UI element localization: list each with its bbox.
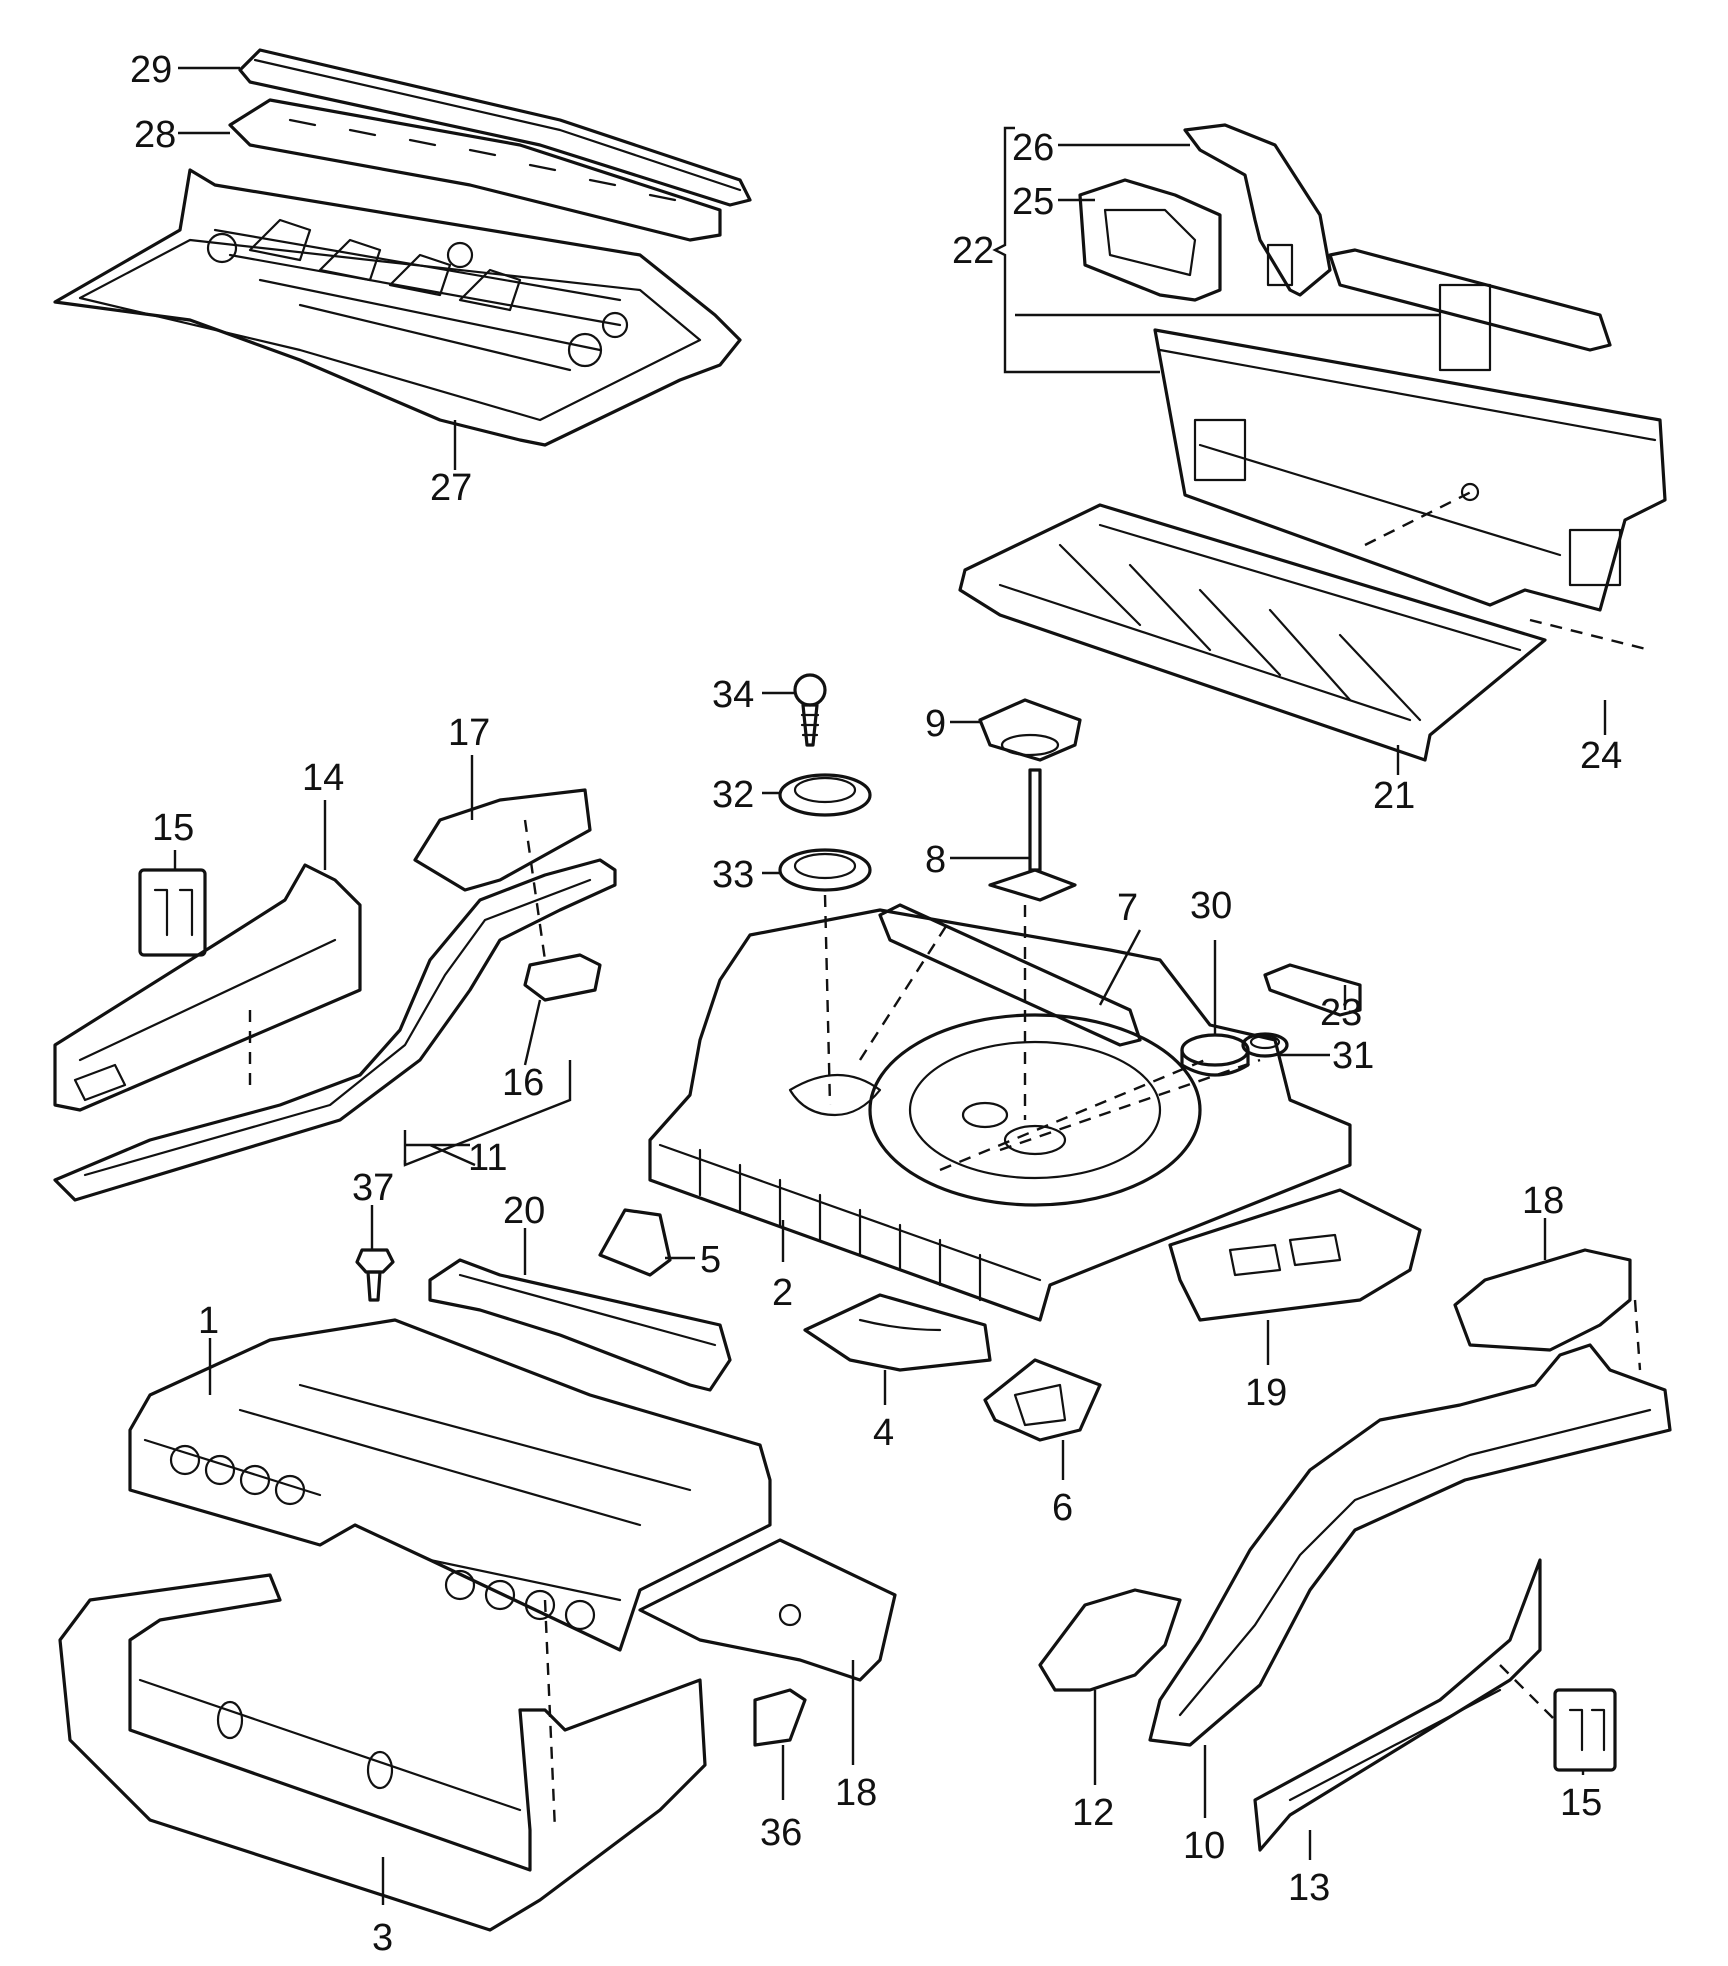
callout-9: 9	[925, 703, 946, 745]
assembly-lines	[248, 488, 1651, 1831]
part-27-side-member	[1183, 123, 1332, 297]
part-21-cross-member	[428, 1258, 732, 1392]
part-23-cross-member	[1328, 248, 1612, 372]
callout-34: 33	[712, 854, 754, 896]
callout-30: 29	[130, 49, 172, 91]
part-18-bracket	[413, 788, 592, 892]
callout-8: 8	[925, 839, 946, 881]
part-34-ring	[778, 848, 872, 892]
callout-26: 25	[1012, 181, 1054, 223]
part-15-plate-left	[138, 868, 207, 957]
callout-31: 30	[1190, 885, 1232, 927]
callout-14: 14	[302, 757, 344, 799]
part-1-rear-floor-assembly	[128, 1318, 772, 1652]
callout-19: 18	[835, 1772, 877, 1814]
part-3-rear-end-panel	[58, 1573, 707, 1932]
callout-15: 15	[152, 807, 194, 849]
part-22-rear-floor-panel	[958, 503, 1547, 762]
part-36-grommet	[753, 1688, 807, 1747]
callout-29: 28	[134, 114, 176, 156]
callout-1: 1	[198, 1300, 219, 1342]
callout-35: 34	[712, 674, 754, 716]
part-23-rear-panel-assembly	[1153, 328, 1667, 612]
part-12-bracket	[1038, 1588, 1182, 1692]
callout-labels: 29 28 27 26 25 22 21 24 34 32 33 9 8 7 3…	[130, 49, 1622, 1959]
part-28-parcel-shelf	[53, 168, 742, 447]
callout-2: 2	[772, 1272, 793, 1314]
part-19-side-panel	[638, 1538, 897, 1682]
part-15-plate-right	[1553, 1688, 1617, 1772]
callout-15-right: 15	[1560, 1782, 1602, 1824]
part-2-spare-wheel-well-floor	[648, 908, 1352, 1322]
callout-5: 5	[700, 1239, 721, 1281]
part-26-bracket	[1078, 178, 1222, 302]
part-24-bracket	[1263, 963, 1362, 1017]
callout-28: 27	[430, 467, 472, 509]
part-4-reinforcement-plate	[803, 1293, 992, 1372]
part-35-screw	[793, 673, 827, 747]
callout-23: 22	[952, 230, 994, 272]
part-33-ring	[778, 773, 872, 817]
part-5-bracket	[598, 1208, 672, 1277]
callout-11: 11	[468, 1137, 507, 1179]
callout-12: 12	[1072, 1792, 1114, 1834]
callout-33: 32	[712, 774, 754, 816]
part-7-rail	[878, 903, 1142, 1047]
callout-20: 19	[1245, 1372, 1287, 1414]
part-8-threaded-bolt	[988, 768, 1077, 902]
part-11-longitudinal-member	[53, 858, 617, 1202]
part-17-bracket	[1453, 1248, 1632, 1352]
callout-22: 21	[1373, 775, 1415, 817]
callout-17: 18	[1522, 1180, 1564, 1222]
callout-18: 17	[448, 712, 490, 754]
part-30-shelf-rail	[238, 48, 752, 207]
callout-36: 36	[760, 1812, 802, 1854]
part-13-sill-member-right	[1253, 1558, 1542, 1852]
callout-37: 37	[352, 1167, 394, 1209]
part-14-side-member-left	[53, 863, 362, 1112]
part-6-bracket	[983, 1358, 1102, 1442]
callout-24: 23	[1320, 992, 1362, 1034]
callout-13: 13	[1288, 1867, 1330, 1909]
part-20-bracket	[1168, 1188, 1422, 1322]
callout-6: 6	[1052, 1487, 1073, 1529]
part-31-plug	[1180, 1033, 1250, 1077]
callout-27: 26	[1012, 127, 1054, 169]
callout-25: 24	[1580, 735, 1622, 777]
callout-32: 31	[1332, 1035, 1374, 1077]
callout-16: 16	[502, 1062, 544, 1104]
callout-3: 3	[372, 1917, 393, 1959]
callout-10: 10	[1183, 1825, 1225, 1867]
leader-lines	[173, 66, 1607, 1905]
callout-21: 20	[503, 1190, 545, 1232]
part-37-push-pin	[355, 1248, 395, 1302]
part-32-grommet	[1241, 1032, 1289, 1058]
callout-4: 4	[873, 1412, 894, 1454]
part-9-wingnut	[978, 698, 1082, 762]
part-10-longitudinal-member-right	[1148, 1343, 1672, 1747]
part-16-clip	[523, 953, 602, 1002]
callout-7: 7	[1117, 887, 1138, 929]
part-29-shelf-reinforcement	[228, 98, 722, 242]
